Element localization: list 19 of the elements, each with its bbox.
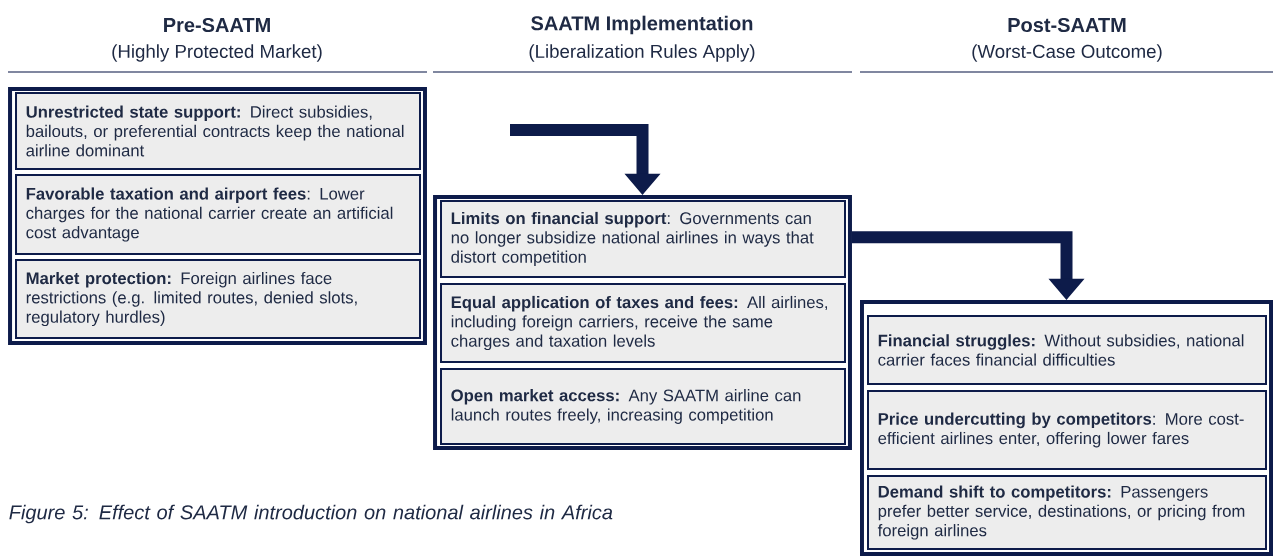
column-heading: SAATM Implementation bbox=[531, 15, 753, 35]
panel-frame bbox=[859, 300, 1274, 556]
text-box: Demand shift to competitors: Passengers prefer better service, destinations, or pricing from foreign airlines bbox=[867, 474, 1267, 550]
column-heading: Pre-SAATM bbox=[164, 17, 270, 33]
column-heading: (Worst-Case Outcome) bbox=[972, 44, 1162, 62]
column-heading: (Highly Protected Market) bbox=[112, 44, 322, 62]
column-heading: (Liberalization Rules Apply) bbox=[529, 44, 755, 62]
text-box: Unrestricted state support: Direct subsidies, bailouts, or preferential contracts keep the national airline dominant bbox=[15, 92, 421, 170]
panel-frame bbox=[433, 195, 852, 450]
text-box: Open market access: Any SAATM airline can launch routes freely, increasing competition bbox=[440, 368, 846, 445]
text-box: Favorable taxation and airport fees: Lower charges for the national carrier create an artificial cost advantage bbox=[15, 174, 421, 255]
text-box: Market protection: Foreign airlines face restrictions (e.g. limited routes, denied slots, regulatory hurdles) bbox=[15, 259, 421, 339]
column-heading: Post-SAATM bbox=[1008, 17, 1126, 33]
text-box: Limits on financial support: Governments can no longer subsidize national airlines in ways that distort competition bbox=[440, 200, 846, 278]
figure-caption: Figure 5: Effect of SAATM introduction on national airlines in Africa bbox=[9, 504, 613, 524]
text-box: Equal application of taxes and fees: All airlines, including foreign carriers, receive the same charges and taxation levels bbox=[440, 283, 846, 363]
panel-frame bbox=[8, 87, 427, 345]
text-box: Price undercutting by competitors: More cost-efficient airlines enter, offering lower fares bbox=[867, 390, 1267, 470]
text-box: Financial struggles: Without subsidies, national carrier faces financial difficulties bbox=[867, 315, 1267, 385]
